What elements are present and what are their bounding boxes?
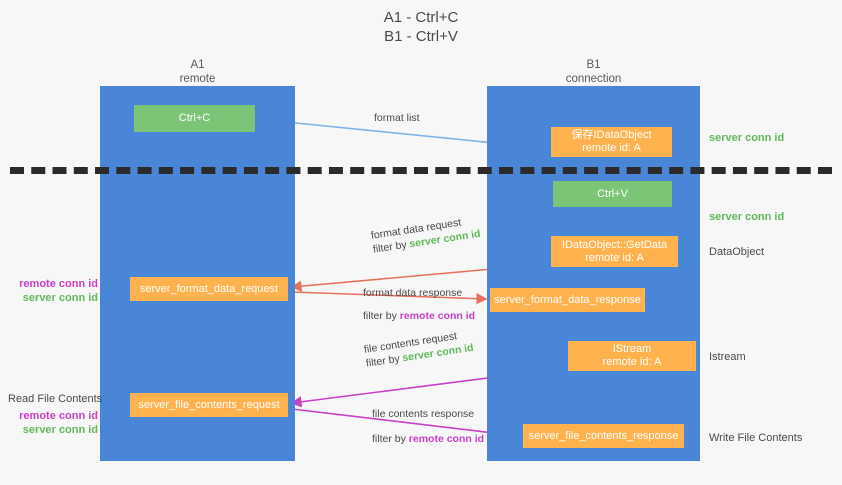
node-server-format-data-request-label: server_format_data_request — [139, 282, 279, 295]
node-ctrl-v-label: Ctrl+V — [597, 187, 628, 200]
edge-label-file-contents-response-main: file contents response — [372, 408, 475, 420]
edge-label-format-list-main: format list — [374, 112, 420, 124]
left-label-conn-ids-file: remote conn id server conn id — [8, 409, 98, 437]
left-label-read-file-contents: Read File Contents — [8, 393, 103, 405]
phase-separator-line — [10, 167, 832, 174]
column-a1-name: A1 — [190, 59, 205, 71]
node-istream-remote-id: remote id: A — [602, 356, 662, 368]
edge-label-format-data-response-filter-prefix: filter by — [363, 310, 400, 322]
node-server-file-contents-response[interactable]: server_file_contents_response — [523, 424, 684, 448]
node-istream[interactable]: IStream remote id: A — [568, 341, 696, 371]
left-label-conn-ids-format: remote conn id server conn id — [8, 277, 98, 305]
left-label-server-conn-id-2: server conn id — [22, 424, 98, 436]
node-server-file-contents-request-label: server_file_contents_request — [138, 398, 280, 411]
column-b1-role: connection — [565, 73, 622, 85]
node-getdata-remote-id: remote id: A — [585, 251, 644, 264]
column-header-a1: A1 remote — [100, 58, 295, 86]
edge-label-format-data-response-main: format data response — [363, 287, 463, 299]
edge-label-format-list: format list — [374, 111, 420, 125]
title-line-2: B1 - Ctrl+V — [384, 28, 458, 45]
edge-label-format-data-response: format data response filter by remote co… — [363, 286, 475, 323]
column-a1-role: remote — [179, 73, 216, 85]
edge-label-file-contents-response-filter-key: remote conn id — [408, 433, 485, 445]
title-line-1: A1 - Ctrl+C — [383, 9, 459, 26]
column-header-b1: B1 connection — [487, 58, 700, 86]
side-label-server-conn-id-top: server conn id — [709, 132, 785, 144]
node-idataobject-getdata[interactable]: IDataObject::GetData remote id: A — [551, 236, 678, 267]
edge-label-file-contents-response: file contents response filter by remote … — [372, 407, 484, 446]
node-server-format-data-response[interactable]: server_format_data_response — [490, 288, 645, 312]
arrow-file-contents-response — [291, 408, 521, 441]
left-label-remote-conn-id-2: remote conn id — [19, 410, 98, 422]
diagram-title: A1 - Ctrl+C B1 - Ctrl+V — [0, 8, 842, 46]
node-getdata-label: IDataObject::GetData — [561, 238, 668, 251]
node-istream-label: IStream — [612, 343, 652, 355]
node-server-format-data-request[interactable]: server_format_data_request — [130, 277, 288, 301]
column-b1-name: B1 — [586, 59, 601, 71]
edge-label-file-contents-response-filter-prefix: filter by — [372, 433, 409, 445]
left-label-server-conn-id-1: server conn id — [22, 292, 98, 304]
node-store-idataobject[interactable]: 保存IDataObject remote id: A — [551, 127, 672, 157]
node-server-file-contents-request[interactable]: server_file_contents_request — [130, 393, 288, 417]
node-ctrl-v[interactable]: Ctrl+V — [553, 181, 672, 207]
side-label-dataobject: DataObject — [709, 246, 765, 258]
side-label-istream: Istream — [709, 351, 746, 363]
node-server-file-contents-response-label: server_file_contents_response — [528, 429, 679, 442]
node-server-format-data-response-label: server_format_data_response — [494, 293, 641, 306]
side-label-write-file-contents: Write File Contents — [709, 432, 803, 444]
arrow-format-data-response — [291, 291, 488, 305]
node-ctrl-c[interactable]: Ctrl+C — [134, 105, 255, 132]
side-label-server-conn-id-mid: server conn id — [709, 211, 785, 223]
node-store-idataobject-label: 保存IDataObject — [571, 129, 652, 141]
edge-label-format-data-response-filter-key: remote conn id — [399, 310, 476, 322]
node-ctrl-c-label: Ctrl+C — [178, 112, 211, 124]
node-store-idataobject-remote-id: remote id: A — [582, 142, 641, 154]
left-label-remote-conn-id-1: remote conn id — [19, 278, 98, 290]
